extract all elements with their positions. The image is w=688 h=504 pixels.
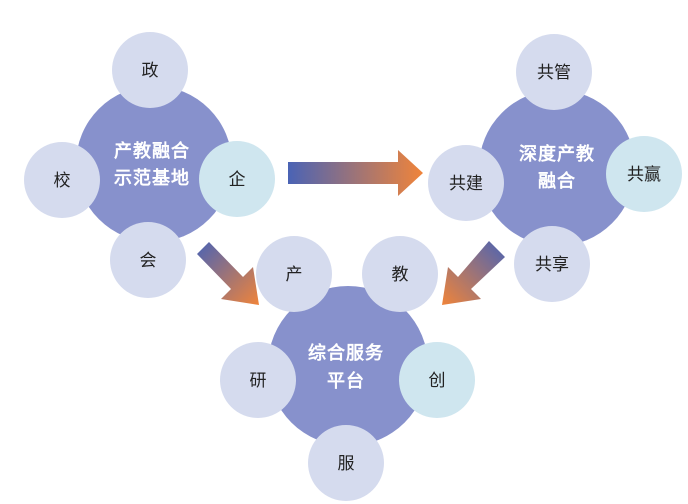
center-label-right-line1: 深度产教	[519, 143, 595, 165]
satellite-circle-gongguan	[516, 34, 592, 110]
satellite-circle-chan	[256, 236, 332, 312]
satellite-circle-fu	[308, 425, 384, 501]
satellite-label-gongying: 共赢	[627, 165, 661, 185]
arrow-down-right	[197, 242, 259, 305]
big-circle-right	[479, 90, 635, 246]
satellite-label-hui: 会	[140, 251, 157, 271]
satellite-circle-zheng	[112, 32, 188, 108]
big-circle-left	[76, 86, 232, 242]
big-circle-bottom	[268, 286, 428, 446]
center-label-bottom-line2: 平台	[327, 370, 365, 392]
satellite-label-gongxiang: 共享	[535, 255, 569, 275]
satellite-circle-gongjian	[428, 145, 504, 221]
satellite-label-chuang: 创	[429, 371, 446, 391]
satellite-circle-yan	[220, 342, 296, 418]
satellite-circle-xiao	[24, 142, 100, 218]
satellite-circle-jiao	[362, 236, 438, 312]
satellite-label-yan: 研	[250, 371, 267, 391]
satellite-circle-qi	[199, 141, 275, 217]
arrow-right	[288, 150, 423, 196]
satellite-circle-gongying	[606, 136, 682, 212]
satellite-label-qi: 企	[229, 170, 246, 190]
center-label-left-line1: 产教融合	[114, 140, 190, 162]
satellite-label-gongjian: 共建	[449, 174, 483, 194]
center-label-right-line2: 融合	[538, 170, 576, 192]
satellite-label-xiao: 校	[54, 171, 71, 191]
satellite-circle-chuang	[399, 342, 475, 418]
satellite-circle-hui	[110, 222, 186, 298]
satellite-label-fu: 服	[338, 454, 355, 474]
satellite-label-jiao: 教	[392, 265, 409, 285]
satellite-circle-gongxiang	[514, 226, 590, 302]
center-label-bottom-line1: 综合服务	[308, 342, 384, 364]
arrow-down-left	[442, 241, 505, 305]
satellite-label-chan: 产	[286, 265, 303, 285]
center-label-left-line2: 示范基地	[114, 167, 190, 189]
satellite-label-gongguan: 共管	[537, 63, 571, 83]
satellite-label-zheng: 政	[142, 61, 159, 81]
